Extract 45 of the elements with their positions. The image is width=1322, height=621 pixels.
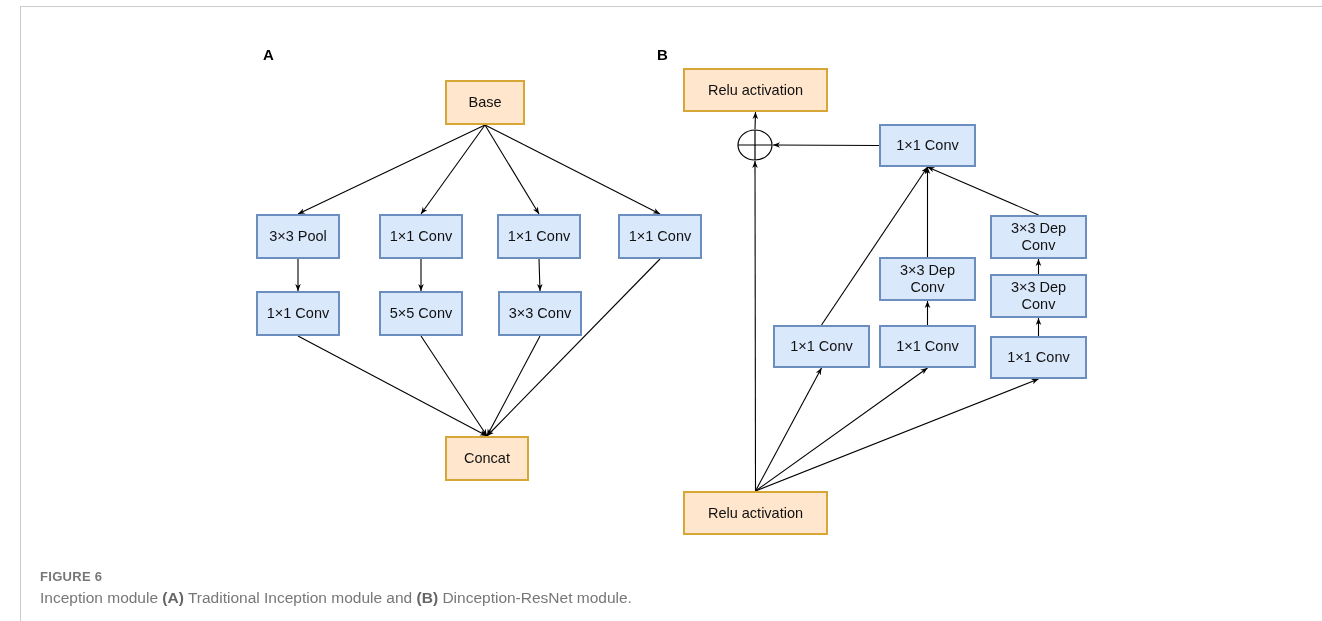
- arrow: [754, 367, 929, 492]
- arrow: [1035, 317, 1042, 337]
- arrow: [820, 166, 929, 326]
- arrow: [926, 166, 1040, 216]
- layer-box: 3×3 Dep Conv: [879, 257, 976, 301]
- io-box: Relu activation: [683, 68, 828, 112]
- arrow: [772, 142, 880, 148]
- arrow: [486, 335, 541, 437]
- arrow: [754, 378, 1040, 492]
- arrow: [297, 124, 486, 215]
- panel-label: B: [657, 46, 668, 63]
- layer-box: 3×3 Dep Conv: [990, 274, 1087, 318]
- layer-box: 3×3 Pool: [256, 214, 340, 259]
- layer-box: 1×1 Conv: [497, 214, 581, 259]
- arrow: [297, 335, 488, 437]
- layer-box: 1×1 Conv: [879, 124, 976, 167]
- arrow: [537, 258, 543, 292]
- arrow: [484, 124, 540, 215]
- layer-box: 1×1 Conv: [256, 291, 340, 336]
- arrow: [1035, 258, 1042, 275]
- arrow: [420, 124, 486, 215]
- figure-number: FIGURE 6: [40, 569, 103, 584]
- arrow: [752, 160, 758, 492]
- arrow: [295, 258, 301, 292]
- arrow: [484, 124, 661, 215]
- layer-box: 3×3 Dep Conv: [990, 215, 1087, 259]
- arrow: [924, 166, 931, 258]
- io-box: Relu activation: [683, 491, 828, 535]
- caption: Inception module (A) Traditional Inception module and (B) Dinception-ResNet module.: [40, 589, 632, 607]
- layer-box: 1×1 Conv: [379, 214, 463, 259]
- panel-label: A: [263, 46, 274, 63]
- arrow: [924, 300, 931, 326]
- arrow: [754, 367, 823, 492]
- layer-box: 1×1 Conv: [773, 325, 870, 368]
- arrow: [420, 335, 488, 437]
- arrow: [486, 258, 661, 437]
- arrow: [418, 258, 424, 292]
- layer-box: 1×1 Conv: [618, 214, 702, 259]
- io-box: Concat: [445, 436, 529, 481]
- io-box: Base: [445, 80, 525, 125]
- layer-box: 3×3 Conv: [498, 291, 582, 336]
- layer-box: 1×1 Conv: [879, 325, 976, 368]
- layer-box: 1×1 Conv: [990, 336, 1087, 379]
- arrow: [752, 111, 759, 130]
- layer-box: 5×5 Conv: [379, 291, 463, 336]
